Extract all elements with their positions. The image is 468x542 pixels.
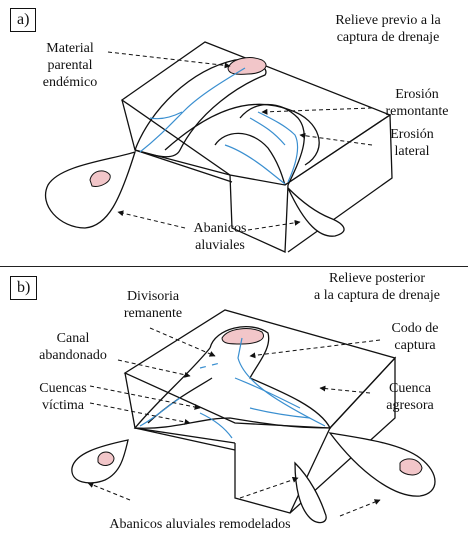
panel-b-terrain-block [123, 309, 397, 514]
label-codo-de-captura: Codo de captura [391, 321, 439, 353]
label-abanicos-aluviales: Abanicos aluviales [193, 221, 247, 253]
fan-parent-material-b2 [399, 458, 423, 476]
parent-material-patch-b [221, 328, 264, 345]
label-canal-abandonado: Canal abandonado [39, 331, 107, 363]
parent-material-patch [227, 57, 267, 75]
panel-b-tag: b) [10, 276, 38, 300]
panel-a-streams [139, 67, 299, 185]
fan-parent-material-b1 [97, 451, 115, 466]
panel-a-arrows [107, 51, 373, 231]
panel-b-arrows [87, 327, 381, 517]
panel-b: b) Relieve posterior a la captura de dre… [0, 268, 468, 542]
label-material-parental: Material parental endémico [42, 41, 98, 90]
label-cuencas-victima: Cuencas víctima [39, 381, 87, 413]
panel-a-terrain-block [120, 41, 393, 253]
panel-b-block-diagram [71, 309, 436, 524]
panel-a-tag: a) [10, 8, 37, 32]
panel-b-title: Relieve posterior a la captura de drenaj… [314, 271, 440, 303]
panel-b-fans [71, 432, 436, 524]
label-erosion-remontante: Erosión remontante [385, 87, 449, 119]
panel-divider [0, 266, 468, 267]
panel-a-title: Relieve previo a la captura de drenaje [335, 13, 441, 45]
label-abanicos-remodelados: Abanicos aluviales remodelados [109, 517, 291, 532]
panel-a-fans [45, 151, 345, 237]
label-erosion-lateral: Erosión lateral [390, 127, 434, 159]
fan-parent-material [89, 170, 111, 187]
label-cuenca-agresora: Cuenca agresora [386, 381, 434, 413]
panel-a: a) Relieve previo a la captura de drenaj… [0, 0, 468, 268]
panel-a-block-diagram [45, 41, 393, 253]
panel-b-streams [139, 337, 326, 439]
label-divisoria-remanente: Divisoria remanente [123, 289, 183, 321]
